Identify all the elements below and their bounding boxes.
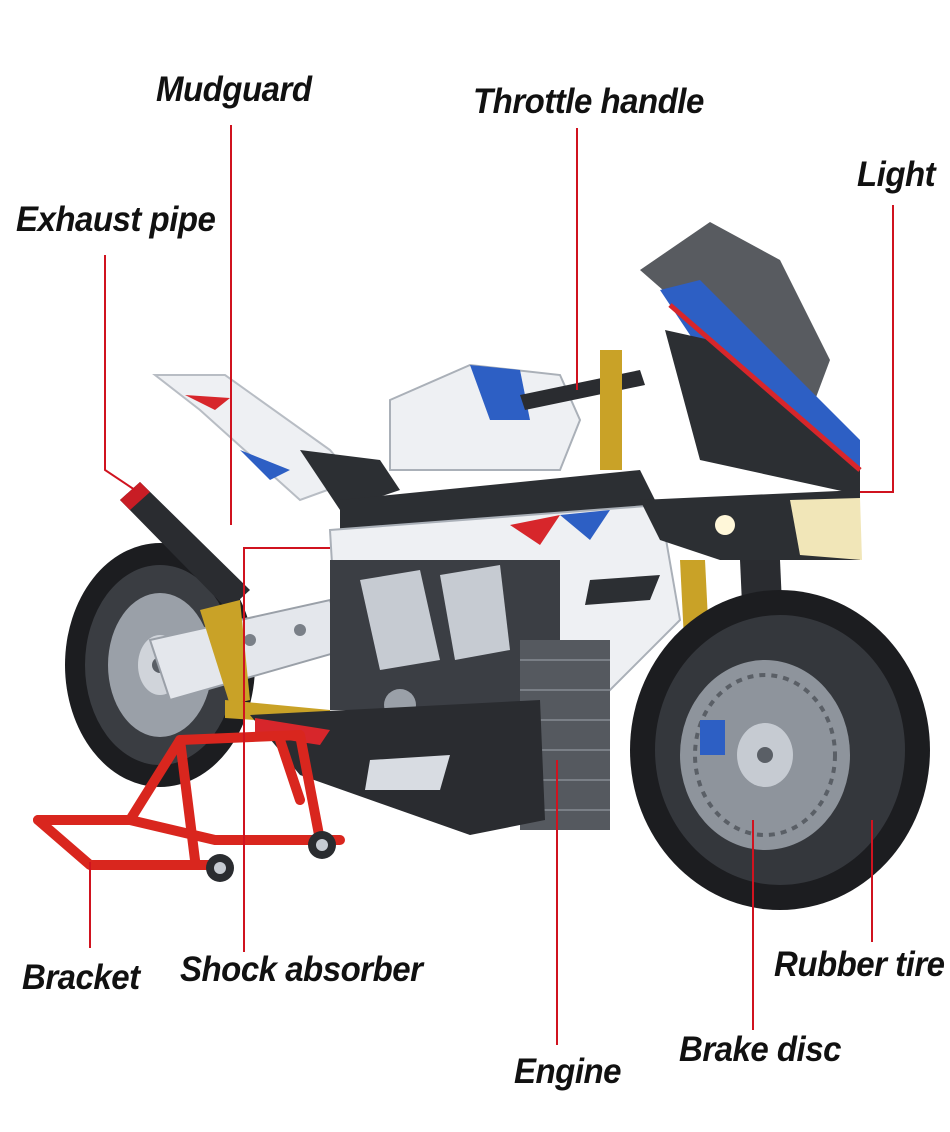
label-engine: Engine <box>514 1050 622 1091</box>
leader-line-light <box>860 205 894 493</box>
front-fairing <box>640 222 862 560</box>
leader-line-exhaust <box>104 255 136 491</box>
label-mudguard: Mudguard <box>156 68 312 109</box>
stand-wheels <box>206 831 336 882</box>
front-wheel <box>630 590 930 910</box>
label-bracket: Bracket <box>22 956 140 997</box>
label-rubber-tire: Rubber tire <box>774 943 945 984</box>
leader-line-shock <box>243 547 330 952</box>
label-shock-absorber: Shock absorber <box>180 948 423 989</box>
label-throttle-handle: Throttle handle <box>473 80 704 121</box>
tail-section <box>152 374 400 510</box>
handlebar <box>520 350 645 470</box>
label-brake-disc: Brake disc <box>679 1028 841 1069</box>
label-exhaust-pipe: Exhaust pipe <box>16 198 216 239</box>
label-light: Light <box>857 153 936 194</box>
leader-lines <box>89 125 894 1045</box>
